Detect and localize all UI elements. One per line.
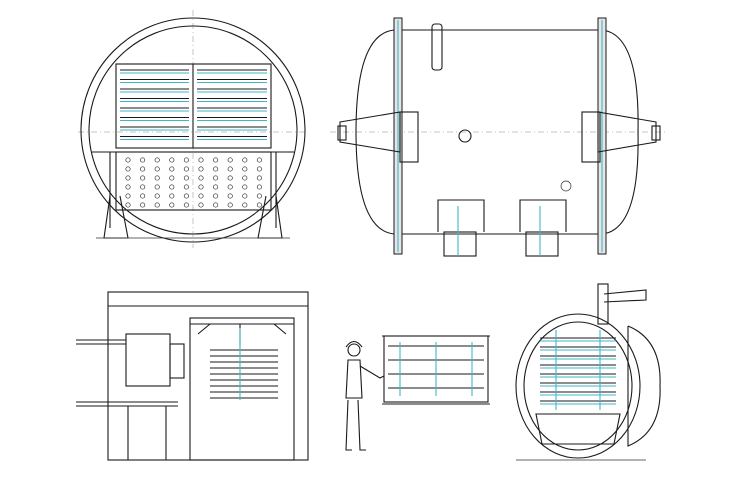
grid-hole [198, 166, 204, 172]
inspection-port [560, 180, 572, 192]
grid-hole [213, 202, 219, 208]
left-hinge-block [399, 111, 419, 163]
grid-hole [169, 184, 175, 190]
tray-stack [120, 69, 267, 141]
sight-glass [458, 129, 472, 143]
open-door [627, 325, 661, 447]
grid-hole [125, 184, 131, 190]
front-section-view [78, 10, 308, 248]
operator-scale-view [345, 335, 490, 451]
grid-hole [213, 193, 219, 199]
heating-plate-grid [115, 151, 272, 211]
grid-hole [198, 193, 204, 199]
grid-hole [183, 193, 189, 199]
left-saddle [437, 199, 485, 232]
grid-hole [213, 166, 219, 172]
grid-hole [125, 193, 131, 199]
grid-hole [169, 157, 175, 163]
grid-hole [169, 175, 175, 181]
grid-hole [227, 193, 233, 199]
chamber-inner-shell [88, 25, 298, 235]
right-saddle-base [525, 231, 559, 257]
chamber-opening [523, 321, 633, 451]
grid-hole [183, 175, 189, 181]
bottom-cart [535, 413, 621, 445]
chamber-outer-shell [80, 17, 306, 243]
condenser-flange [169, 343, 185, 379]
grid-hole [242, 157, 248, 163]
side-elevation-view [330, 17, 668, 257]
grid-hole [154, 166, 160, 172]
grid-hole [125, 202, 131, 208]
grid-hole [154, 184, 160, 190]
grid-hole [140, 175, 146, 181]
right-trunnion [597, 111, 657, 153]
right-saddle [519, 199, 567, 232]
grid-hole [140, 166, 146, 172]
grid-hole [213, 175, 219, 181]
grid-hole [198, 157, 204, 163]
grid-hole [213, 157, 219, 163]
grid-hole [256, 166, 262, 172]
grid-hole [227, 157, 233, 163]
room-enclosure [107, 291, 309, 461]
grid-hole [198, 202, 204, 208]
grid-hole [242, 202, 248, 208]
frame-bracing [197, 323, 287, 335]
grid-hole [183, 157, 189, 163]
right-hinge-block [581, 111, 601, 163]
grid-hole [183, 166, 189, 172]
grid-hole [227, 184, 233, 190]
grid-hole [256, 184, 262, 190]
grid-hole [125, 175, 131, 181]
grid-hole [125, 166, 131, 172]
left-pin [337, 125, 347, 141]
room-installation-view [76, 291, 309, 461]
tray-stack [210, 349, 278, 399]
chamber-body [515, 313, 641, 459]
grid-hole [183, 184, 189, 190]
grid-hole [198, 184, 204, 190]
grid-hole [154, 157, 160, 163]
grid-hole [154, 175, 160, 181]
grid-hole [169, 166, 175, 172]
grid-hole [256, 157, 262, 163]
grid-hole [242, 193, 248, 199]
grid-hole [169, 202, 175, 208]
crane-arm [603, 289, 647, 303]
tray-stack [540, 337, 616, 405]
left-saddle-base [443, 231, 477, 257]
grid-hole [242, 166, 248, 172]
crane-post [597, 283, 609, 325]
grid-hole [140, 157, 146, 163]
condenser-unit [125, 333, 171, 387]
grid-hole [213, 184, 219, 190]
grid-hole [227, 175, 233, 181]
grid-hole [227, 166, 233, 172]
grid-hole [125, 157, 131, 163]
grid-hole [183, 202, 189, 208]
grid-hole [140, 184, 146, 190]
grid-hole [256, 193, 262, 199]
door-open-view [515, 283, 661, 461]
grid-hole [154, 193, 160, 199]
grid-hole [256, 175, 262, 181]
right-pin [651, 125, 661, 141]
grid-hole [140, 202, 146, 208]
grid-hole [242, 175, 248, 181]
grid-hole [256, 202, 262, 208]
grid-hole [169, 193, 175, 199]
grid-hole [140, 193, 146, 199]
grid-hole [227, 202, 233, 208]
grid-hole [198, 175, 204, 181]
grid-holes [125, 157, 262, 208]
chamber-frame [189, 317, 295, 461]
top-nozzle [431, 23, 443, 71]
grid-hole [242, 184, 248, 190]
operator-figure [345, 340, 385, 451]
grid-hole [154, 202, 160, 208]
